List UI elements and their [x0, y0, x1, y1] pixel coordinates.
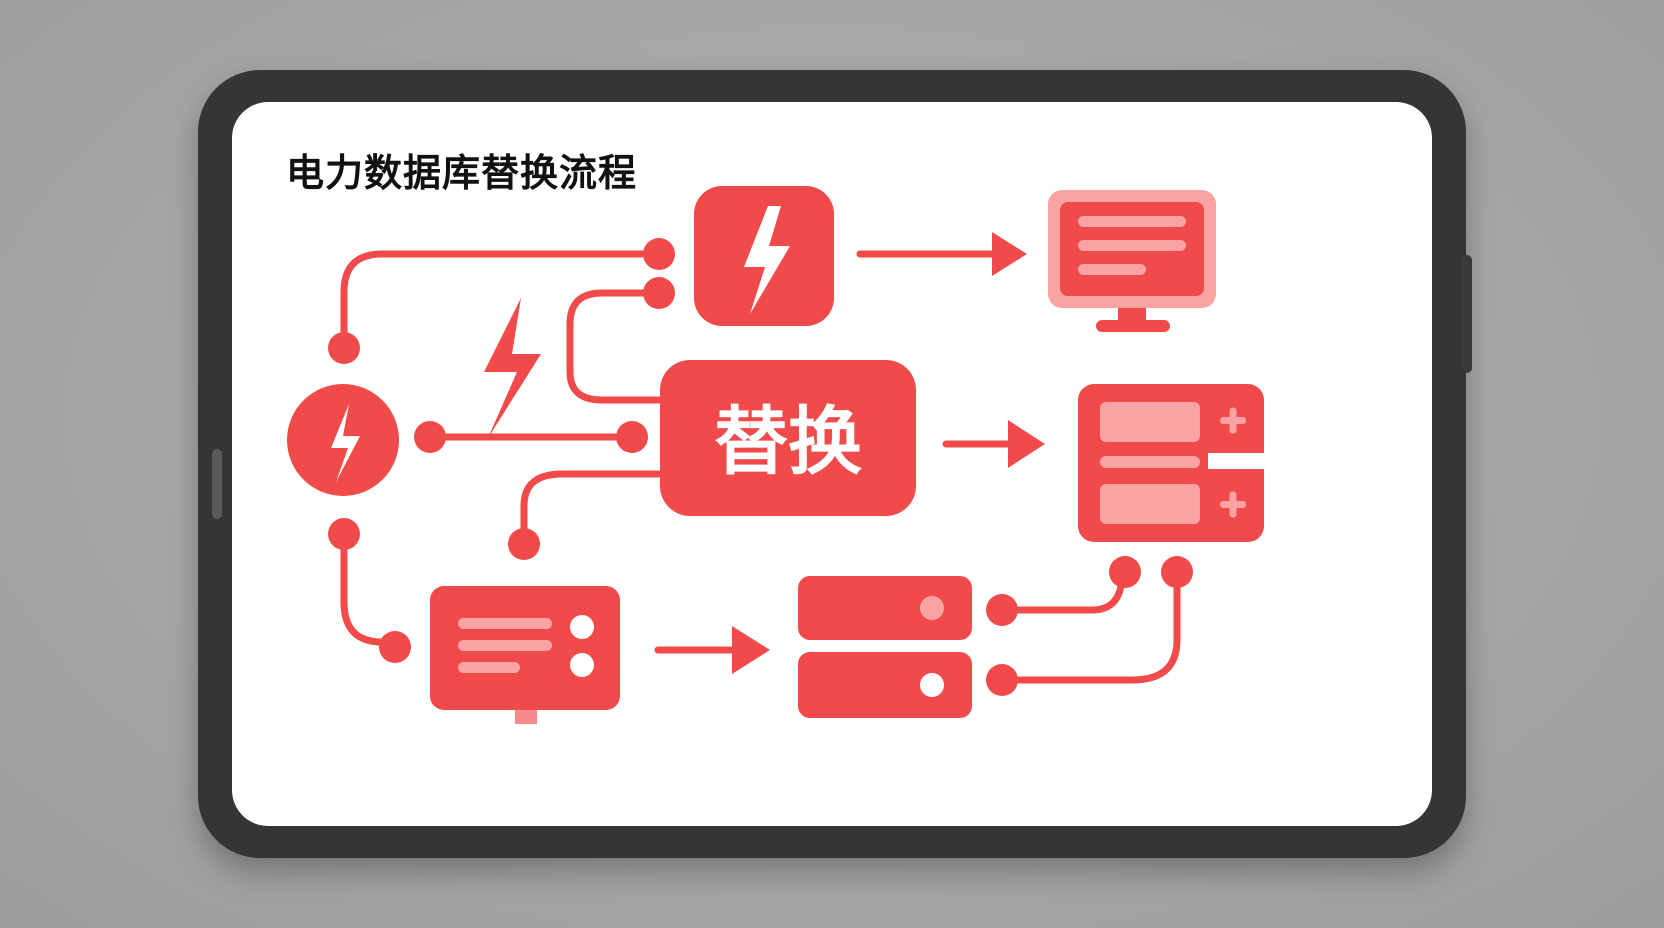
stack-indicator — [920, 596, 944, 620]
connector-dot — [379, 631, 411, 663]
monitor-line — [1078, 264, 1146, 275]
connector-dot — [1161, 556, 1193, 588]
legacy-device-node — [430, 586, 620, 724]
connector-dot — [328, 518, 360, 550]
monitor-neck — [1118, 308, 1146, 322]
stack-server-unit — [798, 576, 972, 640]
connector-dot — [414, 421, 446, 453]
connector-source-to-hub-top — [340, 250, 663, 352]
arrow-to-monitor — [856, 232, 1027, 276]
connector-dots — [328, 238, 1193, 696]
plus-icon — [1220, 491, 1246, 518]
connector-stack-bottom-to-expansion — [998, 570, 1181, 684]
connector-up-to-center — [520, 470, 666, 548]
monitor-line — [1078, 240, 1186, 251]
lightning-bolt-icon — [331, 404, 360, 482]
device-indicator — [570, 653, 594, 677]
lightning-bolt-icon — [484, 298, 541, 438]
expansion-drive-slot — [1100, 484, 1200, 524]
expansion-drive-separator — [1100, 456, 1200, 468]
tablet-side-button — [212, 449, 222, 519]
arrow-to-expansion — [942, 420, 1045, 468]
connector-center-to-hub — [566, 289, 666, 404]
monitor-display-node — [1048, 190, 1216, 332]
connector-dot — [1109, 556, 1141, 588]
database-expansion-node — [1078, 384, 1268, 542]
connector-stack-top-to-expansion — [998, 570, 1126, 614]
connector-dot — [328, 332, 360, 364]
lightning-bolt-icon — [744, 206, 790, 314]
flow-arrows — [654, 232, 1045, 674]
tablet-power-button — [1462, 255, 1472, 373]
connector-dot — [508, 528, 540, 560]
device-connector — [515, 710, 537, 724]
power-source-node — [287, 384, 399, 496]
replace-center-box — [660, 360, 916, 516]
page-title: 电力数据库替换流程 — [286, 151, 638, 195]
expansion-server-notch — [1208, 453, 1268, 469]
stack-server-unit — [798, 652, 972, 718]
device-line — [458, 640, 552, 651]
connector-dot — [986, 594, 1018, 626]
monitor-stand — [1096, 320, 1170, 332]
connector-dot — [616, 421, 648, 453]
device-line — [458, 618, 552, 629]
monitor-line — [1078, 216, 1186, 227]
stack-indicator — [920, 673, 944, 697]
connector-dot — [986, 664, 1018, 696]
device-indicator — [570, 615, 594, 639]
tablet-screen: 电力数据库替换流程 — [232, 102, 1432, 826]
plus-icon — [1220, 407, 1246, 434]
flow-diagram: 替换 — [287, 186, 1268, 724]
arrow-to-stack — [654, 626, 770, 674]
power-hub-node — [694, 186, 834, 326]
database-stack-node — [798, 576, 972, 718]
replace-label: 替换 — [714, 399, 862, 485]
expansion-drive-slot — [1100, 402, 1200, 442]
replace-center-node: 替换 — [660, 360, 916, 516]
connector-source-to-device — [340, 530, 399, 646]
connector-dot — [643, 277, 675, 309]
connector-dot — [643, 238, 675, 270]
device-line — [458, 662, 520, 673]
